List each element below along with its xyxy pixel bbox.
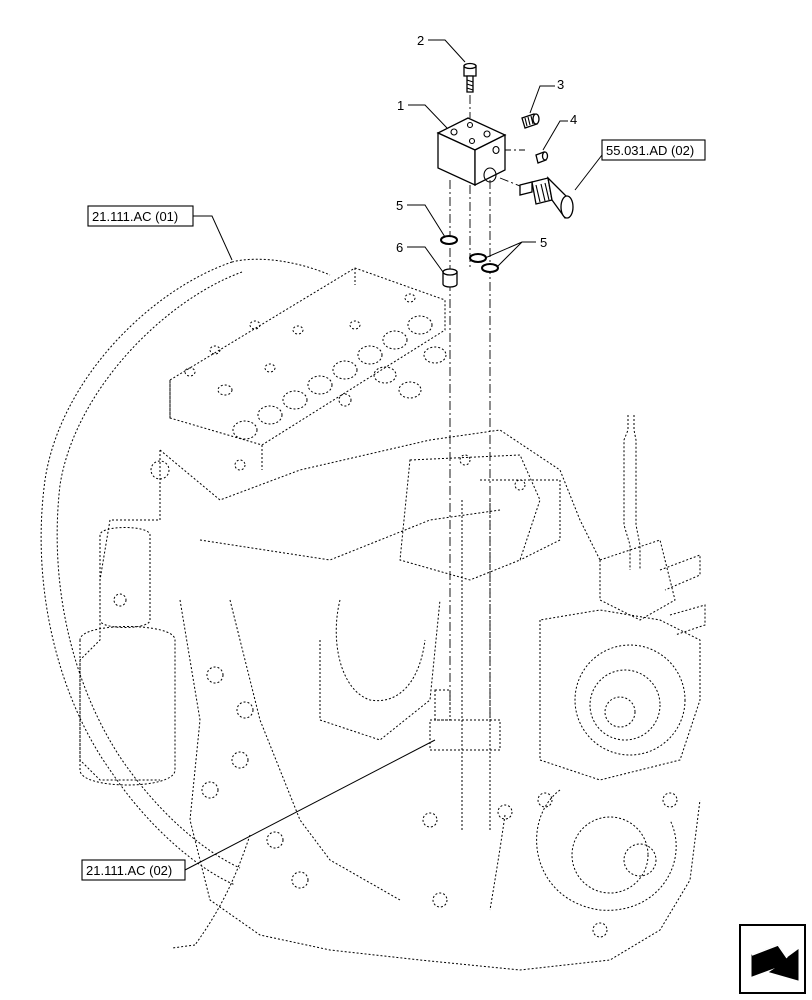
svg-text:5: 5	[540, 235, 547, 250]
callout-1: 1	[397, 98, 448, 129]
callout-4: 4	[542, 112, 577, 151]
svg-text:1: 1	[397, 98, 404, 113]
valve-block-part-1	[436, 117, 507, 187]
solenoid-row	[184, 293, 447, 440]
bolt-part-2	[463, 62, 477, 93]
callout-3: 3	[529, 77, 564, 114]
svg-text:21.111.AC (02): 21.111.AC (02)	[86, 863, 172, 878]
svg-text:6: 6	[396, 240, 403, 255]
fitting-part-3	[521, 113, 540, 129]
svg-text:3: 3	[557, 77, 564, 92]
svg-text:21.111.AC (01): 21.111.AC (01)	[92, 209, 178, 224]
svg-text:55.031.AD (02): 55.031.AD (02)	[606, 143, 694, 158]
reference-box-21-111-ac-02[interactable]: 21.111.AC (02)	[81, 739, 436, 881]
reference-box-55-031-ad-02[interactable]: 55.031.AD (02)	[574, 139, 706, 191]
callout-5-left: 5	[396, 198, 446, 238]
plug-part-4	[535, 151, 549, 164]
o-ring-part-5	[440, 235, 499, 273]
callout-6: 6	[396, 240, 444, 273]
sleeve-part-6	[442, 268, 458, 288]
svg-text:5: 5	[396, 198, 403, 213]
callout-5-right: 5	[484, 235, 547, 267]
reference-box-21-111-ac-01[interactable]: 21.111.AC (01)	[87, 205, 233, 261]
transmission-housing	[40, 258, 706, 971]
next-page-arrow-icon[interactable]	[739, 924, 806, 994]
callout-2: 2	[417, 33, 466, 63]
svg-text:2: 2	[417, 33, 424, 48]
pressure-sensor	[519, 176, 574, 219]
svg-text:4: 4	[570, 112, 577, 127]
